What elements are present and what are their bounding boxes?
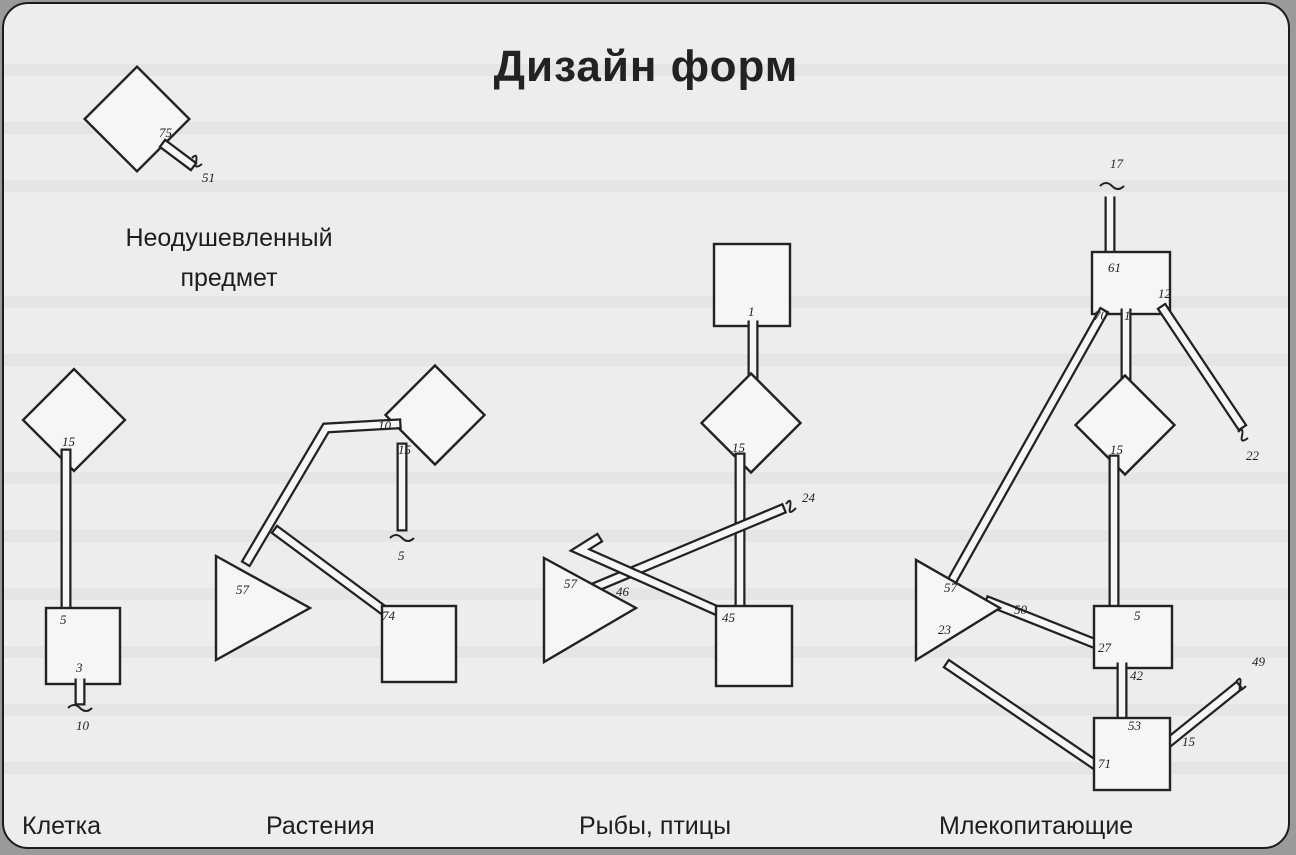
mammals-num-17: 49 — [1252, 654, 1266, 669]
fish-diamond — [699, 371, 803, 475]
mammals-num-4: 1 — [1124, 308, 1131, 323]
inanimate-object-figure: 75 51 — [82, 64, 215, 185]
plants-square — [380, 604, 458, 684]
mammals-top-square — [1090, 250, 1172, 316]
fish-triangle — [542, 555, 639, 665]
mammals-num-16: 15 — [1182, 734, 1196, 749]
plants-num-2: 15 — [398, 442, 412, 457]
page-title: Дизайн форм — [493, 42, 799, 91]
forms-diagram: 75 51 15 5 3 10 — [21, 64, 1266, 792]
mammals-num-8: 57 — [944, 580, 958, 595]
inanimate-num-1: 75 — [159, 125, 173, 140]
plants-diamond — [383, 363, 487, 467]
mammals-triangle — [914, 557, 1003, 663]
fish-bottom-square — [714, 604, 794, 688]
fish-num-5: 46 — [616, 584, 630, 599]
mammals-diamond — [1073, 373, 1177, 477]
mammals-num-13: 42 — [1130, 668, 1144, 683]
mammals-num-9: 50 — [1014, 602, 1028, 617]
mammals-num-10: 5 — [1134, 608, 1141, 623]
plants-num-1: 10 — [378, 418, 392, 433]
mammals-num-11: 23 — [938, 622, 952, 637]
fish-num-1: 1 — [748, 304, 755, 319]
plants-num-3: 5 — [398, 548, 405, 563]
mammals-figure: 17 61 70 — [914, 156, 1266, 792]
mammals-num-5: 12 — [1158, 286, 1172, 301]
mammals-num-6: 15 — [1110, 442, 1124, 457]
cell-figure: 15 5 3 10 — [21, 367, 127, 733]
cell-top-diamond — [21, 367, 127, 473]
mammals-caption: Млекопитающие — [939, 812, 1134, 840]
inanimate-caption-line-2: предмет — [180, 264, 278, 292]
mammals-num-3: 70 — [1094, 308, 1108, 323]
cell-num-3: 3 — [75, 660, 83, 675]
fish-num-4: 57 — [564, 576, 578, 591]
plants-figure: 10 15 5 57 74 — [214, 363, 487, 684]
cell-bottom-square — [44, 606, 122, 686]
mammals-num-15: 71 — [1098, 756, 1111, 771]
mammals-num-7: 22 — [1246, 448, 1260, 463]
cell-num-2: 5 — [60, 612, 67, 627]
fish-num-2: 15 — [732, 440, 746, 455]
inanimate-num-2: 51 — [202, 170, 215, 185]
fish-num-3: 24 — [802, 490, 816, 505]
plants-num-4: 57 — [236, 582, 250, 597]
mammals-num-2: 61 — [1108, 260, 1121, 275]
fish-birds-caption: Рыбы, птицы — [579, 812, 732, 840]
inanimate-object-caption: Неодушевленный предмет — [74, 218, 384, 298]
mammals-bottom-square — [1092, 716, 1172, 792]
cell-caption: Клетка — [22, 812, 102, 840]
fish-num-6: 45 — [722, 610, 736, 625]
plants-triangle — [214, 553, 313, 663]
mammals-num-1: 17 — [1110, 156, 1124, 171]
cell-num-4: 10 — [76, 718, 90, 733]
plants-num-5: 74 — [382, 608, 396, 623]
inanimate-caption-line-1: Неодушевленный — [125, 224, 333, 252]
mammals-num-12: 27 — [1098, 640, 1112, 655]
mammals-num-14: 53 — [1128, 718, 1142, 733]
cell-num-1: 15 — [62, 434, 76, 449]
plants-caption: Растения — [266, 812, 375, 840]
mammals-middle-square — [1092, 604, 1174, 670]
fish-birds-figure: 1 15 24 57 46 45 — [542, 242, 816, 688]
